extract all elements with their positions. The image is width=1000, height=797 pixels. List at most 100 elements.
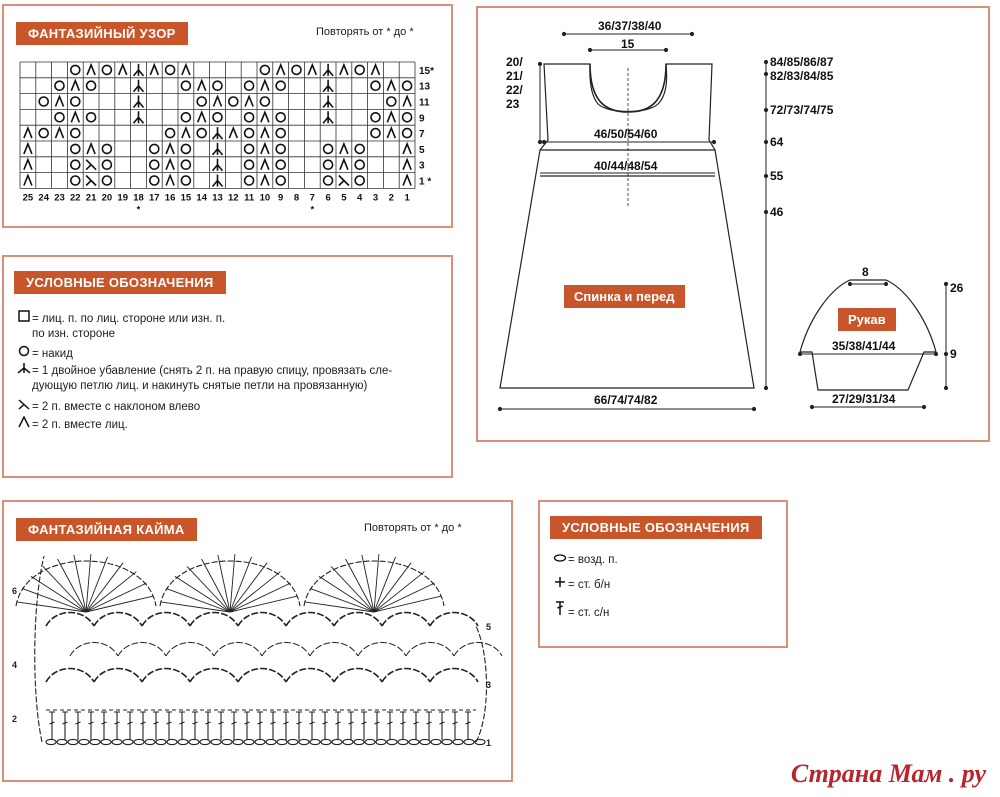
k2tog-mark [386,110,397,123]
yarn-over-mark [243,159,255,170]
fan-dc [373,571,425,613]
fan-dc [373,582,435,613]
neck-line [589,63,667,113]
chain-stitch [133,738,145,746]
k2tog-mark [54,125,65,139]
fan-dc [229,595,298,613]
fan-dc [229,554,236,613]
yarn-over-mark [385,96,397,107]
chain-arch [45,611,95,627]
chain-arch [429,667,479,683]
chain-stitch [441,738,453,746]
left-lean-decrease-icon [16,398,32,416]
dc-stitch [283,711,289,740]
dim-sleeve-h2: 9 [950,347,957,361]
yarn-over-mark [38,96,50,107]
chain-arch [405,642,455,657]
chain-stitch [364,738,376,746]
chain-stitch [474,738,486,746]
yarn-over-mark [70,127,81,139]
chart-col-label: 23 [54,192,65,203]
yarn-over-mark [101,175,113,186]
chart-col-label: 17 [149,192,160,203]
k2tog-mark [23,141,33,155]
chain-arch [237,667,287,683]
fan-dc [57,558,87,613]
dc-stitch [101,711,107,740]
double-decrease-mark [211,127,224,140]
pattern-panel: ФАНТАЗИЙНЫЙ УЗОР Повторять от * до * 15*… [2,4,453,228]
dc-stitch [88,711,94,740]
double-decrease-mark [132,95,145,109]
sleeve-outline [799,279,937,391]
k2tog-mark [386,125,397,139]
dc-stitch [452,711,458,740]
dc-stitch [244,711,250,740]
chart-grid [19,61,416,189]
k2tog-mark [402,141,412,155]
double-decrease-mark [211,142,224,156]
garment-schematic: 36/37/38/40 15 20/ 21/ 22/ 23 46/50/54/6… [497,19,964,412]
yarn-over-mark [401,127,413,139]
chain-stitch [320,738,332,746]
chain-arch [309,642,359,657]
k2tog-mark [23,125,33,139]
yarn-over-mark [149,143,160,155]
chart-col-label: 1 [404,192,410,203]
fan-dc [30,575,87,613]
fan-dc [229,582,291,613]
dc-stitch [257,711,263,740]
double-decrease-mark [211,174,224,188]
fan-dc [85,554,92,613]
dc-stitch [348,711,354,740]
chain-arch [141,611,191,627]
yarn-over-mark [275,80,287,92]
k2tog-mark [117,62,128,76]
chart-row-label: 1 * [419,177,431,188]
chain-arch [237,611,287,627]
yarn-over-mark [275,175,287,186]
fan-dc [165,587,231,613]
fan-dc [42,565,87,613]
k2tog-mark [402,173,412,186]
chain-stitch [265,738,277,746]
border-row-label: 1 [486,738,491,748]
left-decrease-mark [85,159,97,171]
yarn-over-mark [70,96,81,107]
chart-repeat-mark: * [310,204,314,215]
fan-dc [85,595,154,613]
dc-stitch [361,711,367,740]
yarn-over-mark [85,80,97,92]
fan-dc [373,556,397,613]
double-decrease-mark [132,111,145,124]
k2tog-mark [54,94,65,107]
fan-dc [201,558,231,613]
double-decrease-mark [322,111,334,124]
fan-dc [361,554,375,613]
yarn-over-mark [354,143,366,155]
yarn-over-mark [85,111,97,123]
double-decrease-mark [322,63,334,77]
yarn-over-mark [180,80,192,92]
border-row-label: 6 [12,586,17,596]
k2tog-mark [196,110,207,123]
k2tog-mark [339,62,349,76]
yarn-over-mark [370,111,381,123]
chain-arch [141,667,191,683]
k2tog-mark [70,78,81,91]
dim-shoulder-3: 23 [506,97,520,111]
legend2-title: УСЛОВНЫЕ ОБОЗНАЧЕНИЯ [550,516,762,539]
chart-col-label: 13 [212,192,223,203]
yarn-over-mark [38,127,50,139]
yarn-over-mark [259,64,271,76]
dc-stitch [400,711,406,740]
yarn-over-mark [196,96,207,107]
chart-row-label: 5 [419,145,425,156]
double-decrease-mark [322,95,334,109]
chain-arch [357,642,407,657]
yarn-over-mark [70,64,81,76]
chart-col-label: 10 [260,192,271,203]
k2tog-mark [70,110,81,123]
